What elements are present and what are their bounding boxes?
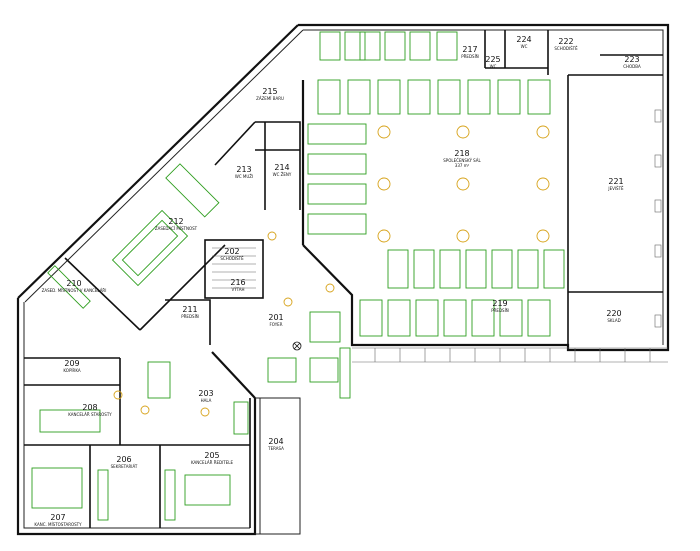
room-204-number: 204	[268, 437, 283, 446]
room-223-number: 223	[624, 55, 639, 64]
room-219-number: 219	[492, 299, 507, 308]
hall-table-23	[517, 249, 539, 289]
hall-table-6	[317, 79, 341, 115]
hall-table-20	[439, 249, 461, 289]
hall-table-18	[387, 249, 409, 289]
room-218-number: 218	[454, 149, 469, 158]
room-204-name: TERASA	[267, 446, 284, 451]
foyer-fixture-icon	[292, 341, 302, 351]
hall-tables	[307, 31, 565, 337]
hall-table-28	[443, 299, 467, 337]
room-221-name: JEVIŠTĚ	[607, 186, 624, 191]
room-209-number: 209	[64, 359, 79, 368]
hall-table-17	[307, 213, 367, 235]
room-203-name: HALA	[201, 398, 212, 403]
hall-table-19	[413, 249, 435, 289]
room-211-number: 211	[182, 305, 197, 314]
room-209-name: KOPÍRKA	[63, 368, 80, 373]
room-214-number: 214	[274, 163, 289, 172]
stage-windows	[654, 109, 662, 328]
room-220-name: SKLAD	[607, 318, 620, 323]
hall-table-31	[527, 299, 551, 337]
room-203-number: 203	[198, 389, 213, 398]
hall-table-22	[491, 249, 513, 289]
room-202-name: SCHODIŠTĚ	[220, 256, 244, 261]
room-201-number: 201	[268, 313, 283, 322]
room-218-name: SPOLEČENSKÝ SÁL	[443, 158, 481, 163]
room-207-number: 207	[50, 513, 65, 522]
outer-walls	[16, 23, 670, 536]
room-216-name: VÝTAH	[231, 287, 244, 292]
room-225-number: 225	[485, 55, 500, 64]
hall-table-27	[415, 299, 439, 337]
room-214-name: WC ŽENY	[273, 172, 292, 177]
hall-table-26	[387, 299, 411, 337]
room-221-number: 221	[608, 177, 623, 186]
hall-table-0	[319, 31, 341, 61]
room-217-number: 217	[462, 45, 477, 54]
hall-table-29	[471, 299, 495, 337]
furniture	[31, 163, 351, 521]
ceiling-lamps	[113, 125, 550, 417]
hall-table-10	[437, 79, 461, 115]
room-216-number: 216	[230, 278, 245, 287]
room-212-number: 212	[168, 217, 183, 226]
hall-table-15	[307, 153, 367, 175]
hall-table-16	[307, 183, 367, 205]
room-224-number: 224	[516, 35, 531, 44]
hall-table-7	[347, 79, 371, 115]
room-225-name: WC	[490, 64, 497, 69]
hall-table-1	[344, 31, 366, 61]
hall-table-14	[307, 123, 367, 145]
hall-table-11	[467, 79, 491, 115]
hall-table-13	[527, 79, 551, 115]
room-205-number: 205	[204, 451, 219, 460]
room-labels: 201FOYER202SCHODIŠTĚ203HALA204TERASA205K…	[34, 35, 641, 527]
room-211-name: PŘEDSÍŇ	[181, 314, 199, 319]
room-213-number: 213	[236, 165, 251, 174]
room-210-name: ZASED. MÍSTNOST V KANCELÁŘI	[42, 288, 107, 293]
room-202-number: 202	[224, 247, 239, 256]
room-222-number: 222	[558, 37, 573, 46]
room-215-number: 215	[262, 87, 277, 96]
room-206-number: 206	[116, 455, 131, 464]
hall-table-3	[384, 31, 406, 61]
hall-table-12	[497, 79, 521, 115]
hall-table-21	[465, 249, 487, 289]
room-206-name: SEKRETARIÁT	[111, 464, 138, 469]
room-222-name: SCHODIŠTĚ	[554, 46, 578, 51]
room-224-name: WC	[521, 44, 528, 49]
hall-table-5	[436, 31, 458, 61]
room-213-name: WC MUŽI	[235, 174, 253, 179]
room-208-number: 208	[82, 403, 97, 412]
room-205-name: KANCELÁŘ ŘEDITELE	[191, 460, 233, 465]
hall-table-2	[359, 31, 381, 61]
partitions	[24, 30, 663, 528]
room-217-name: PŘEDSÍŇ	[461, 54, 479, 59]
room-219-name: PŘEDSÍŇ	[491, 308, 509, 313]
hall-area-label: 337 m²	[455, 163, 470, 168]
room-207-name: KANC. MÍSTOSTAROSTY	[34, 522, 82, 527]
balcony-rail	[352, 347, 668, 363]
hall-table-24	[543, 249, 565, 289]
room-208-name: KANCELÁŘ STAROSTY	[68, 412, 112, 417]
hall-table-8	[377, 79, 401, 115]
hall-table-4	[409, 31, 431, 61]
room-220-number: 220	[606, 309, 621, 318]
room-201-name: FOYER	[270, 322, 283, 327]
room-215-name: ZÁZEMÍ BARU	[256, 96, 284, 101]
room-212-name: ZASEDACÍ MÍSTNOST	[155, 226, 198, 231]
room-210-number: 210	[66, 279, 81, 288]
hall-table-9	[407, 79, 431, 115]
hall-table-30	[499, 299, 523, 337]
hall-table-25	[359, 299, 383, 337]
room-223-name: CHODBA	[623, 64, 641, 69]
